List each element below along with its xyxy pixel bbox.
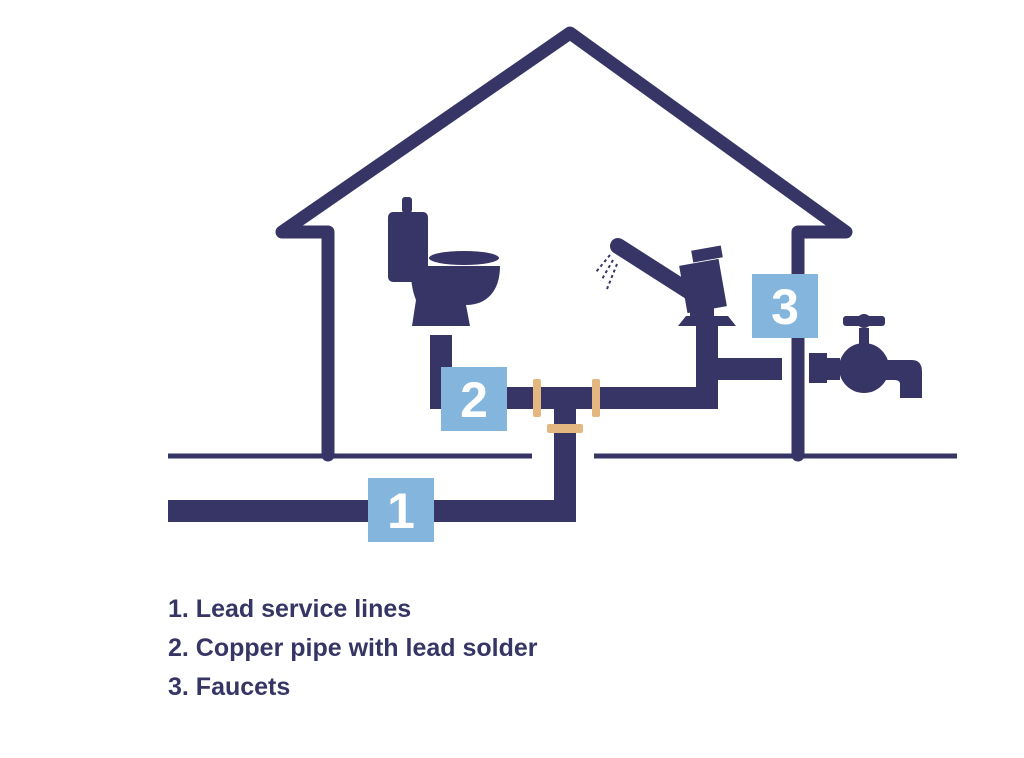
house-roof-and-left-wall	[275, 26, 853, 462]
badge-3: 3	[752, 274, 818, 338]
solder-joint	[547, 424, 583, 433]
solder-joint	[592, 379, 600, 417]
outdoor-tap-icon	[809, 314, 922, 398]
legend-item-lead-service-lines: 1. Lead service lines	[168, 595, 412, 623]
badge-2: 2	[441, 367, 507, 431]
toilet-icon	[388, 197, 500, 326]
house-outline	[168, 26, 957, 462]
solder-joints	[533, 379, 600, 433]
badge-1-number: 1	[387, 483, 415, 539]
kitchen-faucet-icon	[595, 238, 736, 326]
badge-1: 1	[368, 478, 434, 542]
solder-joint	[533, 379, 541, 417]
badge-3-number: 3	[771, 279, 799, 335]
legend-item-copper-pipe: 2. Copper pipe with lead solder	[168, 634, 538, 662]
legend-item-faucets: 3. Faucets	[168, 673, 291, 701]
legend: 1. Lead service lines 2. Copper pipe wit…	[168, 590, 538, 707]
water-spray-icon	[595, 254, 618, 290]
badge-2-number: 2	[460, 372, 488, 428]
